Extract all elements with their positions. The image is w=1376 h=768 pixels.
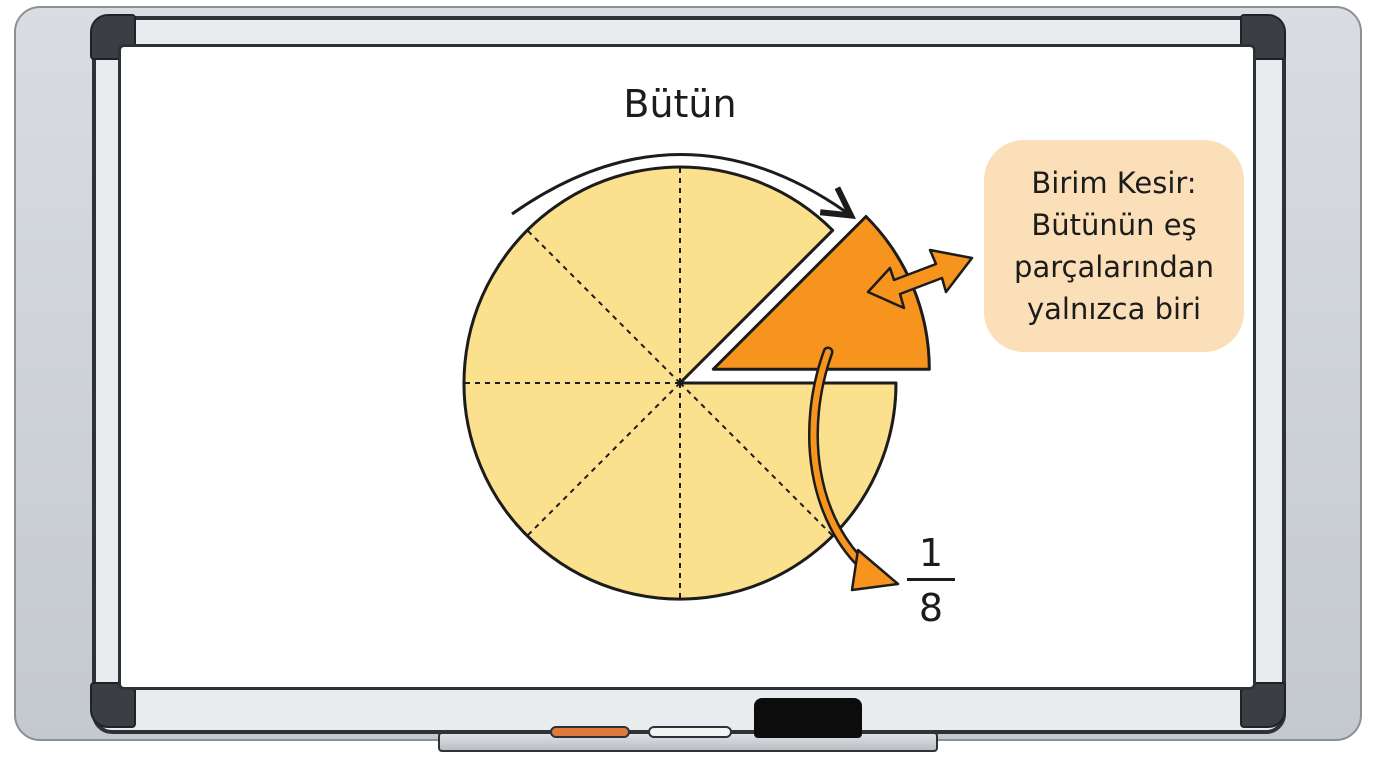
slice-to-fraction-arrow-icon — [808, 346, 900, 592]
callout-text: Birim Kesir: Bütünün eş parçalarından ya… — [1014, 162, 1214, 330]
callout-line: Birim Kesir: — [1031, 166, 1197, 200]
white-marker[interactable] — [648, 726, 732, 738]
fraction-numerator: 1 — [918, 531, 944, 575]
whole-arc-arrow — [511, 153, 846, 214]
unit-fraction-callout: Birim Kesir: Bütünün eş parçalarından ya… — [984, 140, 1244, 352]
whole-label: Bütün — [623, 82, 737, 126]
orange-marker[interactable] — [550, 726, 630, 738]
pie-divider-lines — [464, 167, 834, 599]
fraction-denominator: 8 — [918, 586, 944, 630]
eraser[interactable] — [754, 698, 862, 738]
fraction-bar — [907, 578, 955, 581]
callout-line: yalnızca biri — [1026, 292, 1202, 326]
double-arrow-icon — [866, 248, 974, 310]
callout-line: parçalarından — [1014, 250, 1214, 284]
callout-line: Bütünün eş — [1031, 208, 1197, 242]
fraction-one-eighth: 1 8 — [905, 532, 957, 629]
